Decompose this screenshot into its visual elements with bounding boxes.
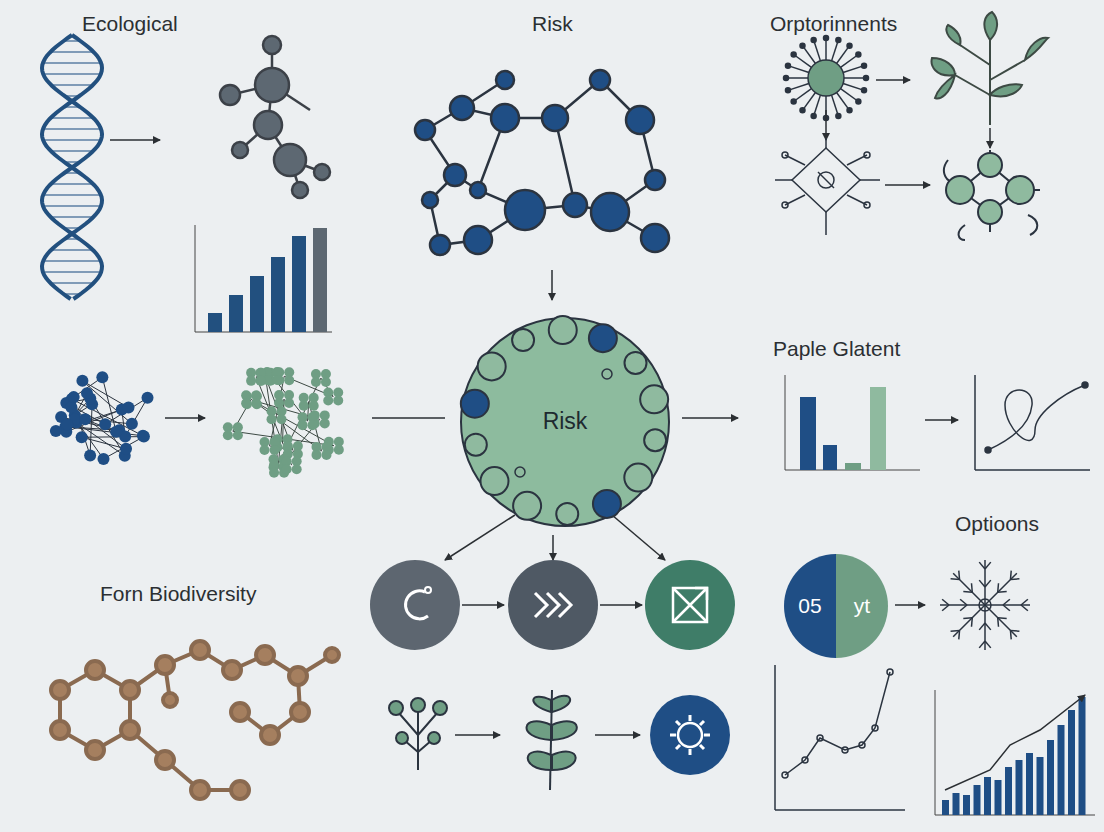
brown-molecule [51, 641, 339, 799]
risk-circle: Risk [453, 310, 677, 534]
bar-chart [785, 375, 920, 470]
snowflake-icon [940, 560, 1030, 650]
node-cluster [944, 150, 1040, 240]
radial-icon [784, 36, 869, 121]
leaf-branch [932, 12, 1048, 125]
section-label: Paple Glatent [773, 337, 900, 360]
section-label: Forn Biodiversity [100, 582, 256, 605]
line-chart [975, 375, 1090, 470]
molecule [220, 36, 330, 198]
section-label: Risk [532, 12, 573, 35]
node-shape [780, 550, 892, 662]
circuit-diamond [775, 138, 880, 235]
molecular-network [415, 70, 669, 255]
line-chart [775, 665, 905, 810]
bar-chart [195, 225, 332, 332]
section-label: Optioons [955, 512, 1039, 535]
pie-value: 05 [798, 594, 821, 617]
cell-cluster [223, 367, 344, 478]
section-label: Orptorinnents [770, 12, 897, 35]
pie-chart: 05 yt [780, 550, 892, 662]
plant-sequence [389, 690, 730, 790]
bar-chart [935, 690, 1095, 815]
section-label: Ecological [82, 12, 178, 35]
node-title: Risk [543, 409, 588, 434]
pie-value: yt [854, 594, 870, 617]
dna-helix [42, 35, 102, 299]
dot-network [50, 371, 154, 465]
process-icons [370, 560, 735, 650]
